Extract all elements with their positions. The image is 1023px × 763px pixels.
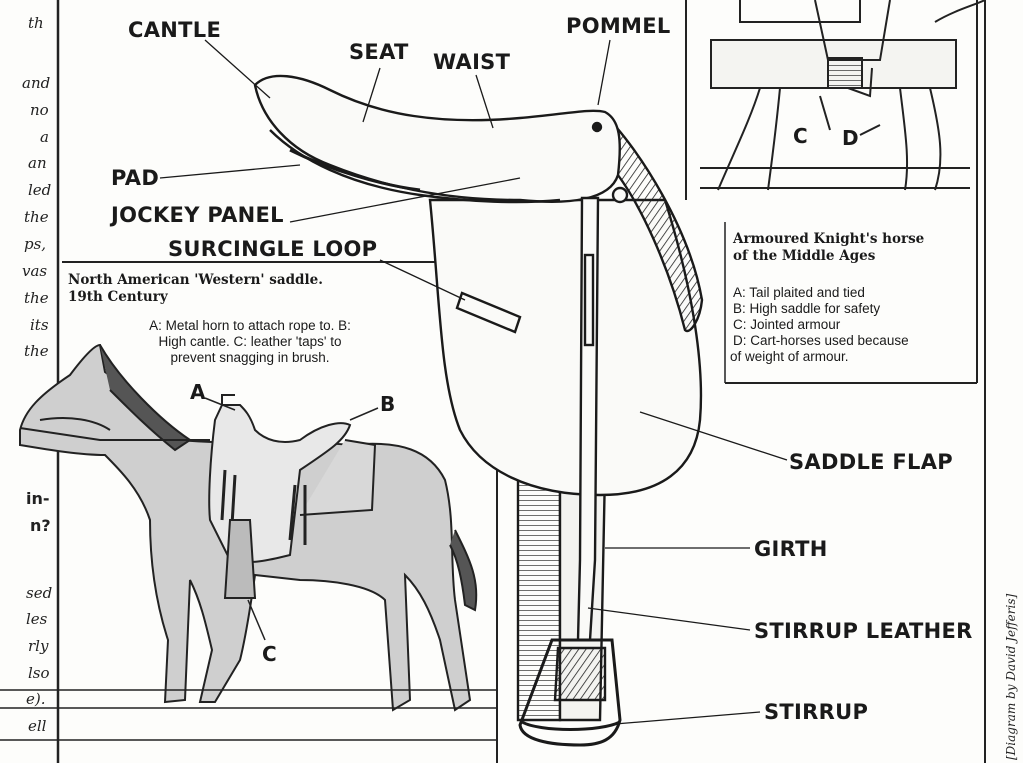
left-fragment: les xyxy=(26,610,47,628)
english-saddle-illustration xyxy=(255,76,702,745)
left-fragment: the xyxy=(24,208,49,226)
left-fragment: vas xyxy=(22,262,47,280)
label-pad: PAD xyxy=(111,166,159,190)
knight-box-title: Armoured Knight's horse of the Middle Ag… xyxy=(733,231,924,265)
left-fragment: its xyxy=(30,316,49,334)
western-letter-a: A xyxy=(190,380,205,404)
western-letter-b: B xyxy=(380,392,395,416)
label-waist: WAIST xyxy=(433,50,510,74)
left-fragment: no xyxy=(30,101,49,119)
left-fragment: th xyxy=(28,14,44,32)
left-fragment: lso xyxy=(28,664,50,682)
diagram-credit: [Diagram by David Jefferis] xyxy=(1004,594,1018,760)
western-caption-line-3: prevent snagging in brush. xyxy=(90,350,410,366)
western-letter-c: C xyxy=(262,642,277,666)
label-saddle-flap: SADDLE FLAP xyxy=(789,450,953,474)
left-fragment: the xyxy=(24,342,49,360)
left-fragment: ell xyxy=(28,717,46,735)
western-box-title: North American 'Western' saddle. 19th Ce… xyxy=(68,272,323,306)
left-fragment: the xyxy=(24,289,49,307)
knight-item-d: D: Cart-horses used because xyxy=(730,333,909,349)
knight-item-d-cont: of weight of armour. xyxy=(730,349,909,365)
left-fragment: n? xyxy=(30,516,51,535)
label-seat: SEAT xyxy=(349,40,409,64)
label-pommel: POMMEL xyxy=(566,14,671,38)
knight-title-line-2: of the Middle Ages xyxy=(733,248,924,265)
label-surcingle-loop: SURCINGLE LOOP xyxy=(168,237,377,261)
knight-horse-illustration xyxy=(700,0,985,190)
knight-item-b: B: High saddle for safety xyxy=(730,301,909,317)
label-girth: GIRTH xyxy=(754,537,828,561)
left-fragment: an xyxy=(28,154,47,172)
western-horse-illustration xyxy=(0,345,497,740)
knight-box-list: A: Tail plaited and tied B: High saddle … xyxy=(730,285,909,365)
label-stirrup-leather: STIRRUP LEATHER xyxy=(754,619,973,643)
left-fragment: led xyxy=(28,181,51,199)
knight-item-c: C: Jointed armour xyxy=(730,317,909,333)
left-fragment: rly xyxy=(28,637,48,655)
left-fragment: and xyxy=(22,74,50,92)
knight-letter-c: C xyxy=(793,124,808,148)
label-jockey-panel: JOCKEY PANEL xyxy=(111,203,284,227)
left-fragment: e). xyxy=(26,690,46,708)
left-fragment: sed xyxy=(26,584,52,602)
knight-letter-d: D xyxy=(842,126,859,150)
left-fragment: in- xyxy=(26,489,50,508)
knight-title-line-1: Armoured Knight's horse xyxy=(733,231,924,248)
label-cantle: CANTLE xyxy=(128,18,221,42)
left-fragment: a xyxy=(40,128,49,146)
western-title-line-2: 19th Century xyxy=(68,289,323,306)
left-fragment: ps, xyxy=(24,235,46,253)
western-title-line-1: North American 'Western' saddle. xyxy=(68,272,323,289)
knight-item-a: A: Tail plaited and tied xyxy=(730,285,909,301)
western-caption-line-1: A: Metal horn to attach rope to. B: xyxy=(90,318,410,334)
label-stirrup: STIRRUP xyxy=(764,700,868,724)
western-caption-line-2: High cantle. C: leather 'taps' to xyxy=(90,334,410,350)
western-box-caption: A: Metal horn to attach rope to. B: High… xyxy=(90,318,410,366)
